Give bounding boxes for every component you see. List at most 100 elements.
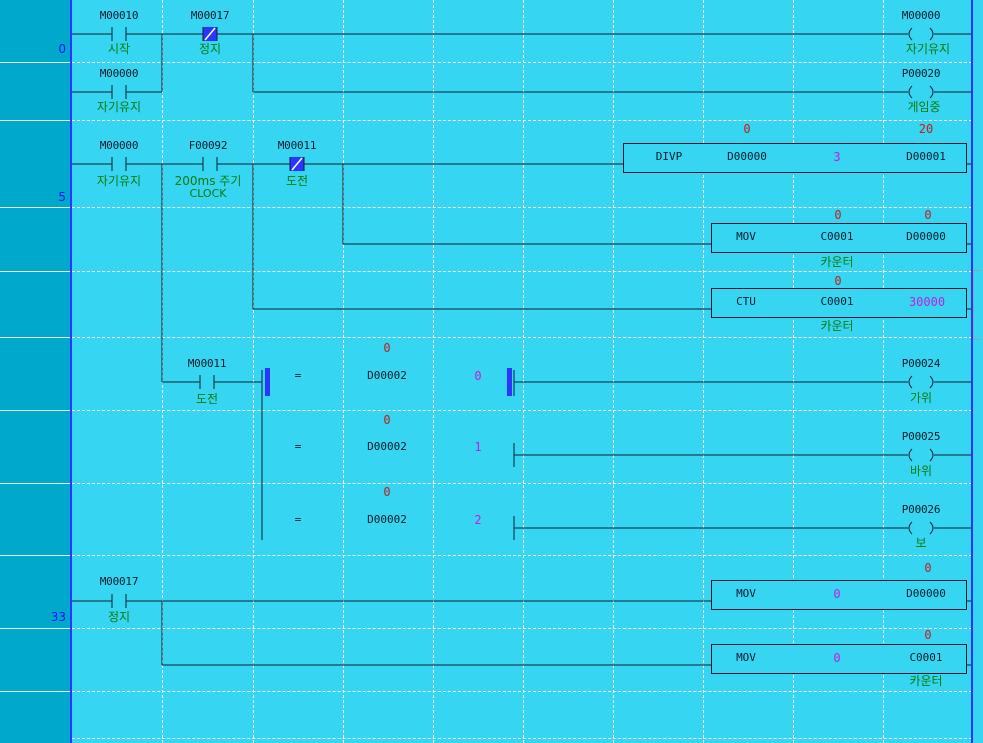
gutter-divider <box>0 207 70 208</box>
instruction-operand: C0001 <box>909 651 943 664</box>
instruction-mnemonic: MOV <box>736 651 756 664</box>
gutter-divider <box>0 555 70 556</box>
instruction-constant: 3 <box>833 150 841 164</box>
grid-line <box>72 271 972 272</box>
instruction-constant: 0 <box>833 587 841 601</box>
instruction-constant: 30000 <box>908 295 946 309</box>
no-contact-icon[interactable] <box>111 85 127 99</box>
coil-comment: 게임중 <box>907 100 941 114</box>
scroll-marker[interactable] <box>973 270 982 340</box>
instruction-operand: D00000 <box>906 587 946 600</box>
instruction-operand: D00000 <box>906 230 946 243</box>
divp-instruction-box[interactable] <box>623 143 967 173</box>
compare-operand: D00002 <box>367 440 407 453</box>
nc-contact-icon[interactable] <box>289 157 305 171</box>
compare-bracket-icon <box>265 368 270 396</box>
compare-constant: 2 <box>474 513 482 527</box>
coil-address: P00025 <box>901 430 941 443</box>
step-number[interactable]: 33 <box>50 610 66 624</box>
grid-line <box>72 628 972 629</box>
monitor-value: 0 <box>383 413 391 427</box>
grid-line <box>793 0 794 743</box>
coil-comment: 바위 <box>909 464 933 478</box>
no-contact-icon[interactable] <box>111 27 127 41</box>
coil-address: P00026 <box>901 503 941 516</box>
left-power-rail <box>70 0 72 743</box>
gutter-divider <box>0 483 70 484</box>
step-number[interactable]: 0 <box>58 42 66 56</box>
gutter-divider <box>0 628 70 629</box>
contact-address: M00017 <box>190 9 230 22</box>
contact-comment: 자기유지 <box>96 100 142 114</box>
gutter-divider <box>0 120 70 121</box>
grid-line <box>72 738 972 739</box>
contact-comment: 도전 <box>195 392 219 406</box>
instruction-operand: C0001 <box>820 295 854 308</box>
instruction-operand: C0001 <box>820 230 854 243</box>
compare-operand: D00002 <box>367 513 407 526</box>
grid-line <box>613 0 614 743</box>
contact-address: M00011 <box>187 357 227 370</box>
coil-comment: 가위 <box>909 391 933 405</box>
compare-operator: = <box>294 369 302 382</box>
no-contact-icon[interactable] <box>111 594 127 608</box>
coil-icon[interactable] <box>908 521 934 535</box>
coil-icon[interactable] <box>908 375 934 389</box>
nc-contact-icon[interactable] <box>202 27 218 41</box>
operand-comment: 카운터 <box>820 319 854 333</box>
grid-line <box>72 555 972 556</box>
instruction-mnemonic: MOV <box>736 230 756 243</box>
grid-line <box>523 0 524 743</box>
instruction-mnemonic: CTU <box>736 295 756 308</box>
coil-address: M00000 <box>901 9 941 22</box>
compare-operator: = <box>294 440 302 453</box>
grid-line <box>72 410 972 411</box>
no-contact-icon[interactable] <box>199 375 215 389</box>
monitor-value: 0 <box>834 208 842 222</box>
contact-address: M00017 <box>99 575 139 588</box>
monitor-value: 0 <box>834 274 842 288</box>
instruction-mnemonic: DIVP <box>655 150 683 163</box>
grid-line <box>703 0 704 743</box>
no-contact-icon[interactable] <box>202 157 218 171</box>
compare-constant: 1 <box>474 440 482 454</box>
instruction-mnemonic: MOV <box>736 587 756 600</box>
gutter-divider <box>0 271 70 272</box>
no-contact-icon[interactable] <box>111 157 127 171</box>
mov-clear-c-box[interactable] <box>711 644 967 674</box>
grid-line <box>72 207 972 208</box>
gutter-divider <box>0 62 70 63</box>
operand-comment: 카운터 <box>820 255 854 269</box>
mov-clear-d-box[interactable] <box>711 580 967 610</box>
coil-icon[interactable] <box>908 448 934 462</box>
grid-line <box>253 0 254 743</box>
contact-comment: CLOCK <box>189 187 227 200</box>
monitor-value: 0 <box>383 341 391 355</box>
contact-comment: 정지 <box>198 42 222 56</box>
compare-operator: = <box>294 513 302 526</box>
monitor-value: 0 <box>383 485 391 499</box>
grid-line <box>72 337 972 338</box>
coil-icon[interactable] <box>908 85 934 99</box>
grid-line <box>883 0 884 743</box>
contact-comment: 200ms 주기 <box>174 174 242 188</box>
step-number[interactable]: 5 <box>58 190 66 204</box>
monitor-value: 0 <box>924 208 932 222</box>
monitor-value: 0 <box>924 628 932 642</box>
grid-line <box>72 120 972 121</box>
contact-comment: 정지 <box>107 610 131 624</box>
contact-address: M00000 <box>99 67 139 80</box>
contact-address: M00000 <box>99 139 139 152</box>
operand-comment: 카운터 <box>909 674 943 688</box>
grid-line <box>343 0 344 743</box>
mov-counter-box[interactable] <box>711 223 967 253</box>
compare-bracket-icon <box>507 368 512 396</box>
coil-address: P00024 <box>901 357 941 370</box>
coil-icon[interactable] <box>908 27 934 41</box>
ctu-box[interactable] <box>711 288 967 318</box>
coil-comment: 자기유지 <box>905 42 951 56</box>
instruction-operand: D00001 <box>906 150 946 163</box>
gutter-divider <box>0 691 70 692</box>
